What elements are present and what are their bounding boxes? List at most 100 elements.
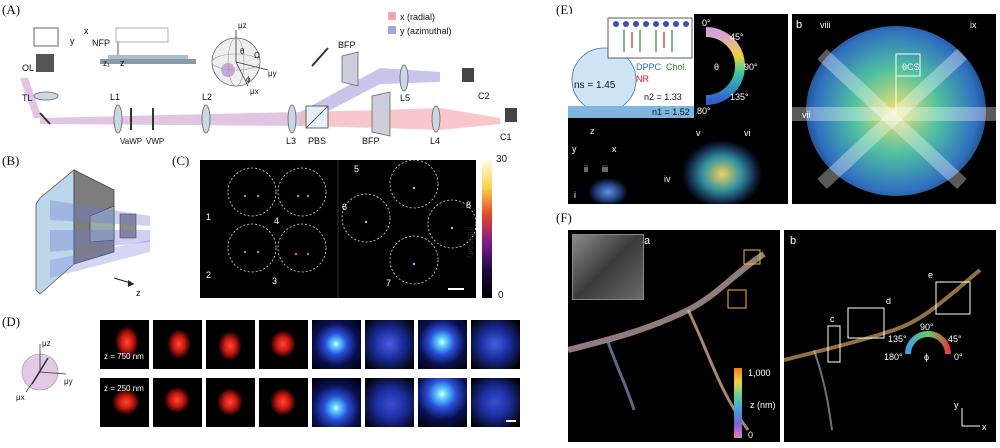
e-a-substrate [568, 106, 694, 118]
f-box-e: e [928, 270, 933, 280]
psf-r1-c4 [259, 320, 308, 369]
label-L5: L5 [400, 93, 410, 103]
e-a-crosssection-left [568, 122, 656, 204]
panel-f-b: b c d e 90° 45° 0° 135° 180° ϕ y x [784, 230, 996, 442]
panel-e-b: b θCS vii viii ix [792, 14, 996, 204]
d-mu-z: μz [42, 339, 51, 348]
panel-c-image: 1 2 3 4 5 6 7 8 [200, 159, 477, 298]
label-TL: TL [22, 93, 33, 103]
e-theta-cs: θCS [902, 62, 920, 72]
f-zbar-title: z (nm) [750, 400, 776, 410]
e-roman-viii: viii [820, 20, 831, 30]
label-NFP: NFP [92, 38, 110, 48]
psf-r2-c5 [312, 378, 361, 427]
label-VaWP: VaWP [120, 137, 142, 146]
label-L4: L4 [430, 136, 440, 146]
psf-r2-c2 [153, 378, 202, 427]
e-n2: n2 = 1.33 [644, 92, 682, 102]
panel-b-label: (B) [2, 153, 20, 168]
colorbar-max: 30 [496, 154, 508, 165]
psf-r1-c8 [471, 320, 520, 369]
legend-radial-swatch [388, 12, 396, 20]
spot-2: 2 [206, 270, 211, 280]
f-sub-b: b [790, 235, 796, 247]
psf-r2-c7 [418, 378, 467, 427]
psf-r2-c1 [100, 378, 149, 427]
d-mu-x: μx [16, 393, 25, 402]
legend-radial: x (radial) [400, 12, 435, 22]
panel-b-axis-z: z [136, 288, 141, 298]
e-angle-0: 0° [702, 18, 711, 28]
e-angle-135: 135° [730, 92, 749, 102]
f-zbar-min: 0 [748, 430, 753, 440]
e-angle-90: 90° [744, 62, 758, 72]
e-angle-45: 45° [730, 32, 744, 42]
label-L3: L3 [286, 136, 296, 146]
e-axis-z: z [590, 126, 595, 136]
e-theta: θ [714, 62, 719, 72]
d-scale-bar [506, 420, 516, 422]
panel-a-label: (A) [2, 2, 21, 17]
panel-d-dipole-sphere: μz μy μx [16, 339, 73, 402]
colorbar-min: 0 [498, 290, 504, 301]
spot-3: 3 [272, 276, 277, 286]
psf-r2-c8 [471, 378, 520, 427]
e-angle-180: 180° [696, 106, 711, 116]
panel-c-label: (C) [172, 153, 190, 168]
row-label-250: z = 250 nm [104, 384, 144, 393]
spot-7: 7 [386, 278, 391, 288]
f-a-inset [572, 234, 644, 300]
spot-5: 5 [354, 164, 359, 174]
e-theta-colorwheel: 0° 45° 90° 135° 180° θ [696, 18, 758, 116]
f-zbar-max: 1,000 [748, 368, 771, 378]
panel-b-prism-diagram: z [35, 169, 150, 298]
panel-a-setup-diagram: OL TL NFP L1 VaWP VWP L2 L3 PBS BFP L5 C… [20, 12, 517, 146]
f-sub-a: a [644, 235, 651, 247]
e-roman-v: v [696, 128, 701, 138]
e-roman-ii: ii [584, 164, 588, 174]
panel-e-label: (E) [556, 2, 573, 17]
label-C2: C2 [478, 91, 490, 101]
axis-z1: z₁ [103, 59, 110, 68]
f-axis-y: y [954, 400, 959, 410]
spot-1: 1 [206, 212, 211, 222]
e-roman-iv: iv [664, 174, 671, 184]
axis-y: y [70, 36, 75, 46]
psf-r2-c6 [365, 378, 414, 427]
label-L2: L2 [202, 92, 212, 102]
spot-8: 8 [466, 200, 471, 210]
axis-x: x [84, 26, 89, 36]
e-nr: NR [636, 74, 649, 84]
f-angle-90: 90° [920, 322, 934, 332]
sphere-omega: Ω [254, 51, 260, 60]
f-box-c: c [830, 314, 835, 324]
colorbar-title: Intensity [466, 226, 476, 260]
spot-4: 4 [274, 216, 279, 226]
intensity-colorbar [482, 160, 492, 298]
f-z-colorbar [734, 368, 742, 438]
e-sub-b: b [796, 19, 802, 31]
psf-r1-c2 [153, 320, 202, 369]
legend-azimuthal-swatch [388, 26, 396, 34]
label-OL: OL [22, 63, 34, 73]
label-VWP: VWP [146, 137, 164, 146]
f-angle-0: 0° [954, 352, 963, 362]
f-angle-180: 180° [884, 352, 903, 362]
e-a-crosssection-right [658, 122, 786, 204]
e-roman-ix: ix [970, 20, 977, 30]
e-roman-vi: vi [744, 128, 751, 138]
panel-e-a: ns = 1.45 DPPC Chol. NR n2 = 1.33 n1 = 1… [568, 14, 788, 204]
label-L1: L1 [110, 92, 120, 102]
psf-r1-c6 [365, 320, 414, 369]
sphere-mu-x: μx [250, 87, 259, 96]
e-n1: n1 = 1.52 [652, 107, 690, 117]
psf-r1-c3 [206, 320, 255, 369]
psf-r2-c4 [259, 378, 308, 427]
sphere-theta: θ [240, 47, 245, 56]
psf-r2-c3 [206, 378, 255, 427]
scale-bar [448, 288, 464, 290]
f-angle-45: 45° [948, 334, 962, 344]
f-box-d: d [886, 296, 891, 306]
sphere-phi: ϕ [246, 75, 251, 84]
panel-f-a: a 1,000 z (nm) 0 [568, 230, 780, 442]
